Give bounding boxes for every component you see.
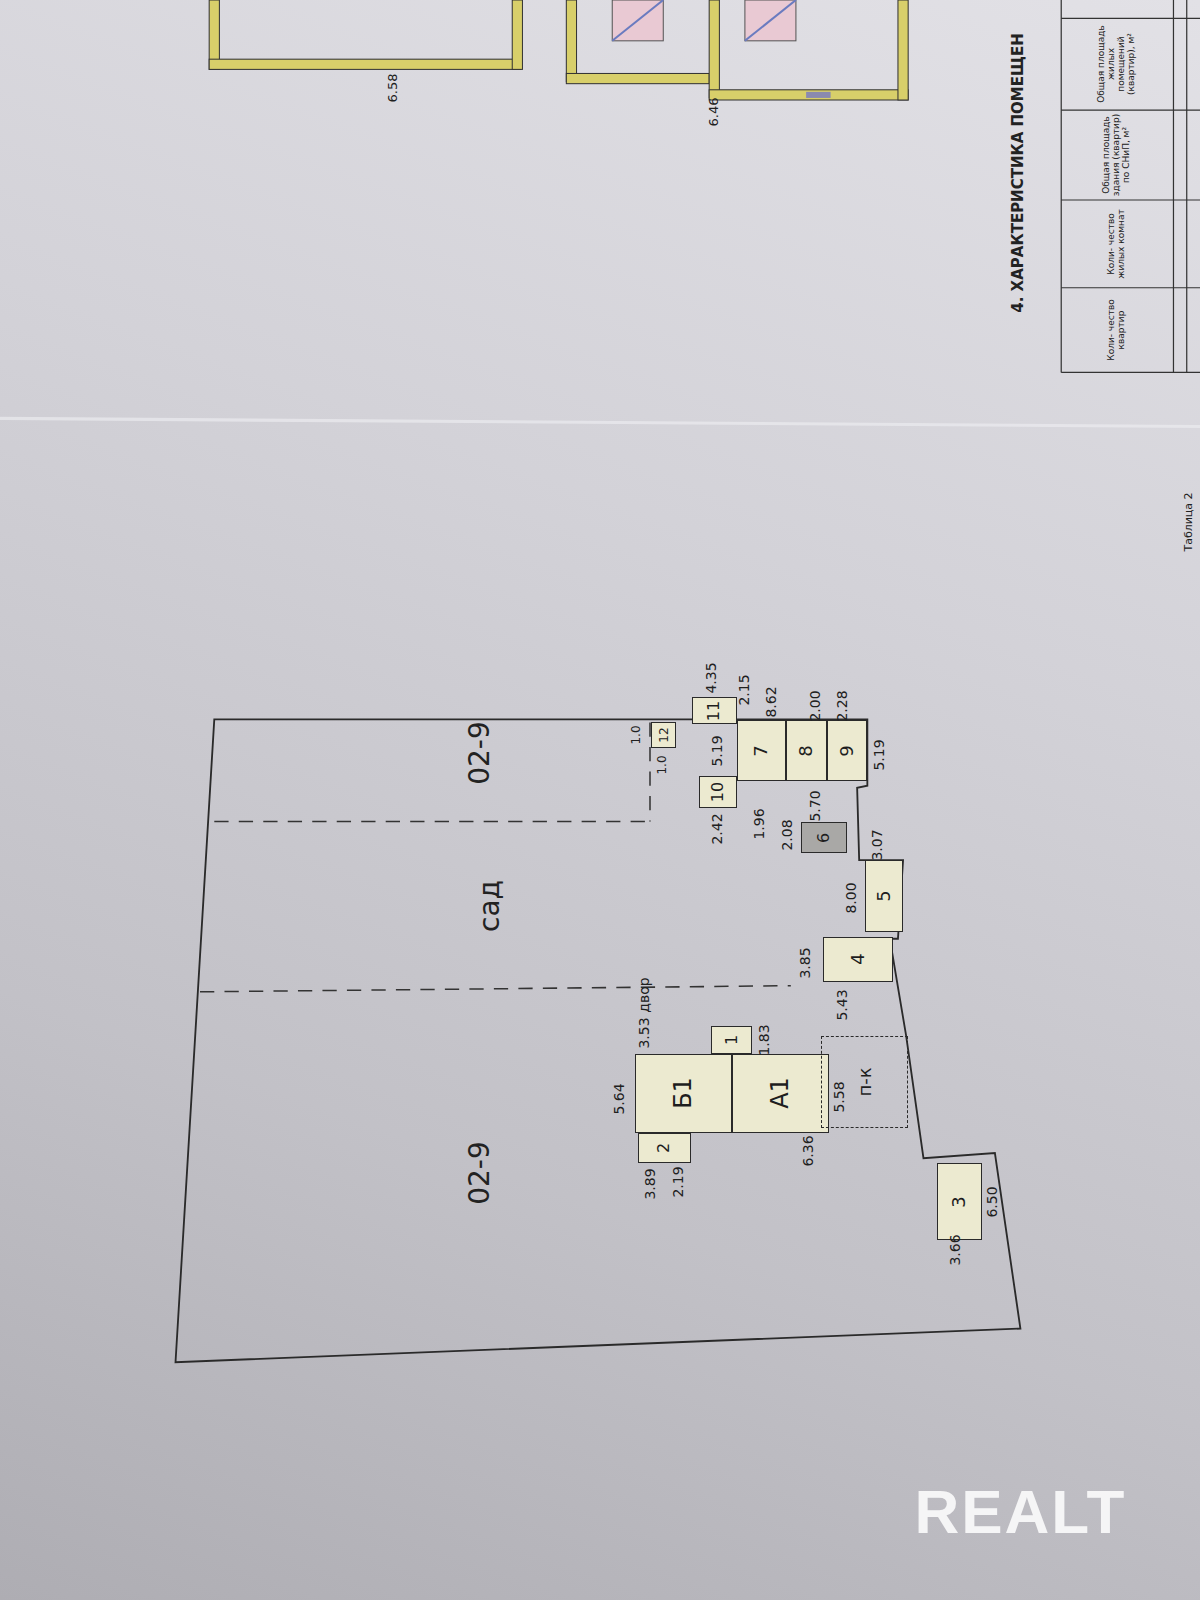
room-number: 12 — [657, 728, 669, 743]
dimension-label: 8.00 — [844, 882, 859, 913]
zone-label: двор — [637, 977, 652, 1012]
room-number: А1 — [768, 1078, 792, 1110]
dimension-label: 3.07 — [870, 829, 885, 860]
parcel-boundary — [176, 719, 1021, 1362]
dimension-label: 2.42 — [711, 813, 726, 844]
building-box: 5 — [865, 860, 903, 931]
room-number: 11 — [706, 701, 722, 721]
table-number: Таблица 2 — [1183, 493, 1195, 552]
zone-dashes — [200, 722, 791, 991]
paper-fold — [0, 418, 1200, 426]
dimension-label: 2.19 — [671, 1166, 686, 1197]
dimension-label: 6.50 — [985, 1186, 1000, 1217]
building-box: 7 — [737, 720, 786, 780]
dimension-label: 5.58 — [832, 1081, 847, 1112]
dimension-label: 4.35 — [705, 662, 720, 693]
dimension-label: 5.19 — [872, 740, 887, 771]
building-box: А1 — [732, 1054, 829, 1133]
table-header-cell: Общая площадь здания (квартир) по СНиП, … — [1103, 113, 1133, 197]
room-number: 7 — [752, 745, 770, 756]
building-box: 12 — [651, 722, 675, 748]
table-heading: 4. ХАРАКТЕРИСТИКА ПОМЕЩЕН — [1010, 34, 1027, 313]
dimension-label: 1.0 — [630, 725, 643, 744]
dimension-label: 2.00 — [809, 691, 824, 722]
room-number: 8 — [797, 745, 815, 756]
parcel-code: 02-9 — [464, 721, 495, 785]
dimension-label: 6.58 — [386, 73, 400, 102]
room-number: 3 — [950, 1196, 968, 1207]
building-box: 11 — [692, 697, 737, 725]
dimension-label: 1.96 — [753, 809, 768, 840]
dimension-label: 3.53 — [637, 1017, 652, 1048]
dimension-label: 6.36 — [801, 1135, 816, 1166]
dimension-label: 3.89 — [643, 1168, 658, 1199]
room-number: Б1 — [671, 1077, 695, 1109]
dimension-label: 2.15 — [737, 674, 752, 705]
room-number: п-к — [856, 1067, 874, 1096]
table-header-cell: Общая площадь жилых помещений (квартир),… — [1098, 20, 1138, 108]
building-box: 2 — [638, 1133, 691, 1164]
room-number: 10 — [710, 782, 726, 802]
zone-label: сад — [474, 880, 505, 932]
building-box: 10 — [699, 776, 737, 809]
dimension-label: 6.46 — [707, 98, 721, 127]
watermark: REALT — [914, 1478, 1126, 1546]
floor-plan-fragment — [209, 0, 908, 100]
table-header-cell: Коли- чество жилых комнат — [1107, 203, 1127, 285]
room-number: 2 — [656, 1143, 672, 1153]
building-box: 4 — [823, 937, 892, 982]
dimension-label: 5.43 — [835, 990, 850, 1021]
building-box: 1 — [711, 1026, 752, 1055]
table-header-cell: Коли- чество квартир — [1107, 289, 1127, 371]
room-number: 4 — [849, 953, 867, 964]
building-box: Б1 — [635, 1054, 732, 1133]
table-grid — [1061, 0, 1200, 372]
building-box: 8 — [786, 720, 827, 780]
building-box: 6 — [801, 822, 847, 853]
dimension-label: 1.83 — [758, 1024, 773, 1055]
room-number: 6 — [816, 833, 832, 843]
room-number: 9 — [838, 745, 856, 756]
dimension-label: 3.85 — [798, 948, 813, 979]
dimension-label: 1.0 — [657, 756, 670, 775]
dimension-label: 3.66 — [948, 1234, 963, 1265]
building-box: 9 — [827, 720, 868, 780]
dimension-label: 5.19 — [711, 735, 726, 766]
dimension-label: 2.08 — [780, 819, 795, 850]
dimension-label: 5.70 — [809, 791, 824, 822]
building-box: 3 — [937, 1163, 982, 1240]
parcel-code: 02-9 — [464, 1142, 495, 1206]
dimension-label: 5.64 — [613, 1083, 628, 1114]
room-number: 1 — [724, 1035, 740, 1045]
dimension-label: 8.62 — [765, 686, 780, 717]
dimension-label: 2.28 — [835, 691, 850, 722]
room-number: 5 — [875, 890, 893, 901]
